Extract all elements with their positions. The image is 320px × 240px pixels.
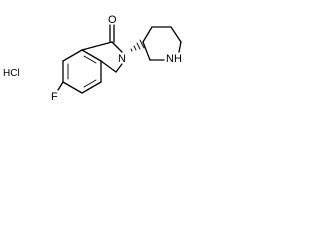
pip-bond-3 bbox=[170, 26, 182, 43]
pip-bond-4 bbox=[178, 41, 182, 53]
oxygen-label: O bbox=[108, 14, 117, 26]
bond-c3-c3a bbox=[100, 60, 117, 73]
bond-c6-f bbox=[57, 81, 64, 91]
bond-n2-c3 bbox=[115, 63, 123, 73]
hash-1 bbox=[130, 48, 133, 52]
hcl-salt-label: HCl bbox=[3, 68, 20, 79]
hash-4 bbox=[139, 39, 145, 49]
fluorine-label: F bbox=[51, 91, 58, 103]
stereo-hash-bond bbox=[130, 39, 145, 52]
hash-2 bbox=[133, 45, 137, 51]
piperidine-nh-label: NH bbox=[166, 53, 182, 65]
bond-c4-c5 bbox=[81, 81, 102, 94]
bond-c7-c7a bbox=[62, 49, 83, 62]
double-bond-inner-2 bbox=[83, 79, 97, 88]
pip-bond-6 bbox=[142, 41, 151, 61]
benzene-ring bbox=[62, 49, 102, 94]
chemical-structure: O N NH F HCl bbox=[3, 14, 182, 103]
bond-c1-n2 bbox=[111, 41, 123, 53]
lactam-ring bbox=[81, 24, 123, 73]
bond-c7a-c3a bbox=[81, 49, 102, 62]
hash-3 bbox=[136, 42, 141, 50]
pip-bond-1 bbox=[142, 26, 153, 43]
bond-c5-c6 bbox=[62, 81, 83, 94]
ring-nitrogen-label: N bbox=[118, 53, 126, 65]
bond-c7a-c1 bbox=[81, 41, 113, 51]
double-bond-inner-1 bbox=[83, 55, 97, 64]
piperidine-ring bbox=[142, 26, 182, 61]
